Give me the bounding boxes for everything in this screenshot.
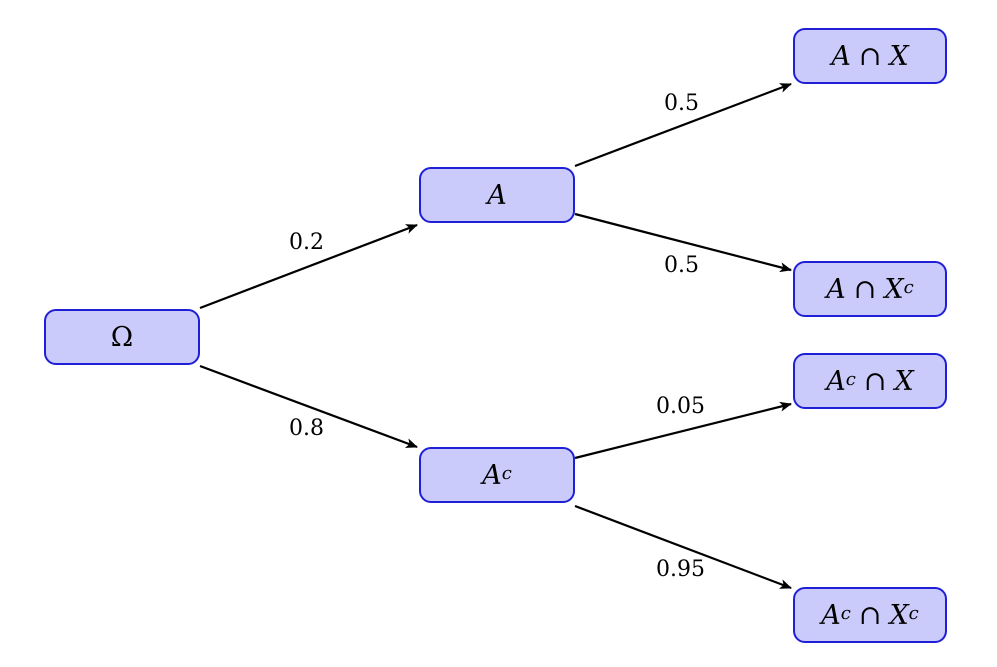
node-ac-and-xc-op: ∩ [858, 599, 882, 631]
node-a-and-x-op: ∩ [858, 40, 882, 72]
edge-a-to-a-x [574, 82, 792, 168]
edge-label-omega-ac: 0.8 [289, 416, 324, 441]
node-a-label: A [487, 179, 507, 211]
edge-label-a-axc: 0.5 [664, 253, 699, 278]
node-ac-and-x-left-sup: c [845, 368, 856, 390]
node-ac-and-xc-right-sup: c [908, 602, 919, 624]
node-ac-and-xc-right: X [889, 599, 909, 631]
edge-omega-to-ac [199, 364, 418, 449]
node-ac-and-x-left: A [826, 365, 846, 397]
node-omega: Ω [44, 309, 200, 365]
node-omega-label: Ω [110, 321, 134, 353]
node-a: A [419, 167, 575, 223]
node-ac-and-x-op: ∩ [863, 365, 887, 397]
edge-ac-to-ac-x [574, 401, 792, 460]
edge-a-to-a-xc [574, 212, 792, 273]
edge-label-a-ax: 0.5 [664, 91, 699, 116]
edge-label-omega-a: 0.2 [289, 230, 324, 255]
edge-ac-to-ac-xc [574, 504, 792, 590]
node-ac-and-xc-left: A [821, 599, 841, 631]
node-ac-and-xc-left-sup: c [840, 602, 851, 624]
node-a-and-x-right: X [889, 40, 909, 72]
node-a-complement-sup: c [501, 462, 512, 484]
edge-omega-to-a [199, 223, 418, 310]
edge-label-ac-acx: 0.05 [656, 394, 705, 419]
node-a-and-x-left: A [831, 40, 851, 72]
node-a-and-xc-right-sup: c [903, 276, 914, 298]
node-ac-and-x-right: X [894, 365, 914, 397]
node-a-and-x: A∩X [793, 28, 947, 84]
edge-label-ac-acxc: 0.95 [656, 557, 705, 582]
node-a-and-xc-left: A [826, 273, 846, 305]
node-a-complement-base: A [482, 459, 502, 491]
node-a-and-xc-op: ∩ [853, 273, 877, 305]
node-a-and-xc-right: X [884, 273, 904, 305]
